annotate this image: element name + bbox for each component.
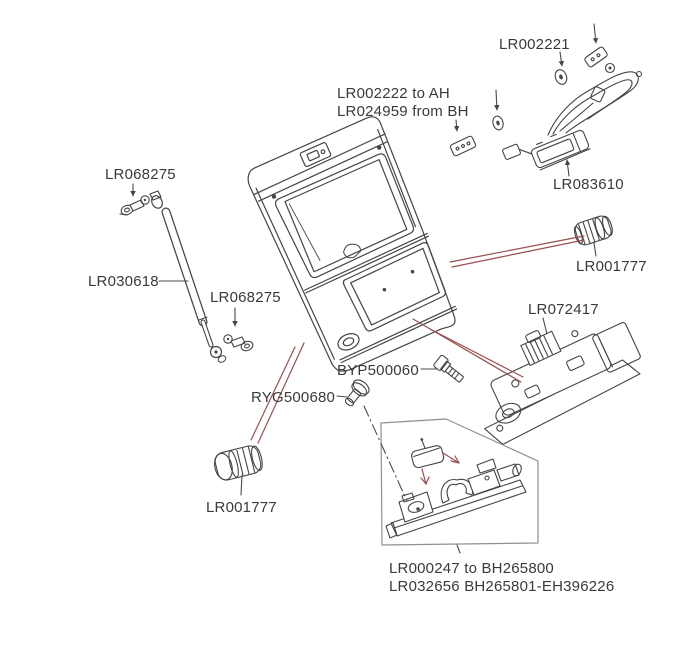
part-label-byp500060: BYP500060	[337, 362, 419, 379]
rubber-bumper-bottom	[214, 445, 263, 481]
cap-part	[411, 438, 445, 469]
part-label-lr001777-bottom: LR001777	[206, 499, 277, 516]
red-pointer-lines	[250, 235, 585, 485]
part-label-lr032656: LR032656 BH265801-EH396226	[389, 578, 615, 595]
dash-dot-line	[363, 405, 408, 502]
latch-assembly	[484, 321, 641, 445]
clip-mid	[449, 135, 477, 157]
part-label-lr002221: LR002221	[499, 36, 570, 53]
clip-top-right	[584, 46, 608, 68]
part-label-lr000247: LR000247 to BH265800	[389, 560, 554, 577]
part-label-lr072417: LR072417	[528, 301, 599, 318]
grommet-2	[492, 115, 504, 131]
part-label-lr083610: LR083610	[553, 176, 624, 193]
part-label-lr030618: LR030618	[88, 273, 159, 290]
part-label-lr068275-lower: LR068275	[210, 289, 281, 306]
gas-strut-drawing	[149, 190, 227, 363]
assembly-box	[380, 418, 539, 546]
part-label-ryg500680: RYG500680	[251, 389, 336, 406]
part-label-lr024959: LR024959 from BH	[337, 103, 469, 120]
license-lamp-harness	[502, 62, 643, 171]
bolt	[433, 354, 464, 383]
ball-stud-upper	[119, 195, 150, 216]
part-label-lr068275-upper: LR068275	[105, 166, 176, 183]
tailgate-panel-drawing	[247, 116, 458, 372]
grommet-1	[554, 69, 568, 85]
leader-lines	[130, 23, 599, 554]
part-label-lr001777-right: LR001777	[576, 258, 647, 275]
striker-handle-assembly	[385, 458, 527, 539]
part-label-lr002222: LR002222 to AH	[337, 85, 450, 102]
push-rivet	[344, 379, 370, 407]
ball-stud-lower	[223, 334, 254, 352]
rubber-bumper-right	[573, 215, 613, 246]
